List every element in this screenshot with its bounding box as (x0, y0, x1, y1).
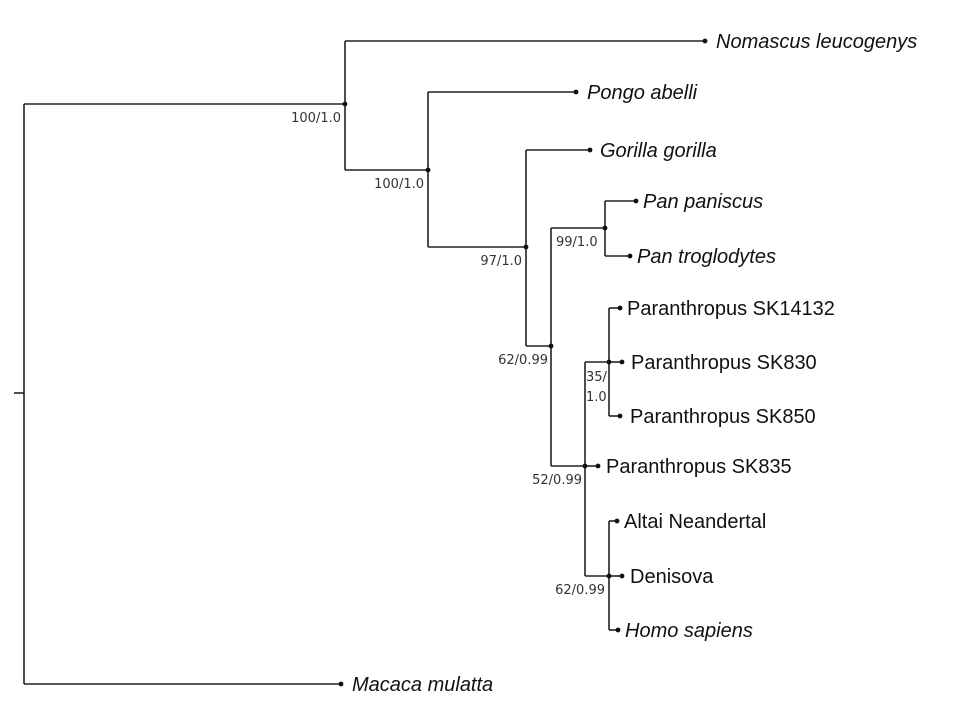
node-dot (614, 518, 620, 524)
node-dot (606, 573, 612, 579)
node-dot (573, 89, 579, 95)
node-dot (702, 38, 708, 44)
node-dot (617, 413, 623, 419)
node-dot (619, 573, 625, 579)
node-dot (619, 359, 625, 365)
taxon-nomascus-leucogenys: Nomascus leucogenys (716, 31, 917, 53)
node-dot (595, 463, 601, 469)
taxon-paranthropus-sk830: Paranthropus SK830 (631, 352, 817, 374)
taxon-denisova: Denisova (630, 566, 714, 588)
node-dot (425, 167, 431, 173)
node-dot (342, 101, 348, 107)
taxon-pan-troglodytes: Pan troglodytes (637, 246, 776, 268)
taxon-paranthropus-sk850: Paranthropus SK850 (630, 406, 816, 428)
taxon-pan-paniscus: Pan paniscus (643, 191, 763, 213)
taxon-paranthropus-sk835: Paranthropus SK835 (606, 456, 792, 478)
node-dot (617, 305, 623, 311)
node-dot (587, 147, 593, 153)
node-dot (523, 244, 529, 250)
node-dot (602, 225, 608, 231)
taxon-homo-sapiens: Homo sapiens (625, 620, 753, 642)
support-value: 100/1.0 (374, 177, 424, 192)
support-value: 62/0.99 (498, 353, 548, 368)
support-value: 62/0.99 (555, 583, 605, 598)
node-dot (627, 253, 633, 259)
support-value: 35/ (586, 370, 608, 385)
taxon-pongo-abelli: Pongo abelli (587, 82, 698, 104)
node-dot (606, 359, 612, 365)
taxon-paranthropus-sk14132: Paranthropus SK14132 (627, 298, 835, 320)
support-value: 1.0 (586, 390, 607, 405)
node-dot (338, 681, 344, 687)
node-dot (548, 343, 554, 349)
support-value: 97/1.0 (480, 254, 522, 269)
node-dot (582, 463, 588, 469)
support-value: 99/1.0 (556, 235, 598, 250)
node-dot (615, 627, 621, 633)
taxon-gorilla-gorilla: Gorilla gorilla (600, 140, 717, 162)
support-value: 100/1.0 (291, 111, 341, 126)
nodes (338, 38, 708, 687)
node-dot (633, 198, 639, 204)
taxon-altai-neandertal: Altai Neandertal (624, 511, 766, 533)
taxon-macaca-mulatta: Macaca mulatta (352, 674, 493, 696)
support-value: 52/0.99 (532, 473, 582, 488)
